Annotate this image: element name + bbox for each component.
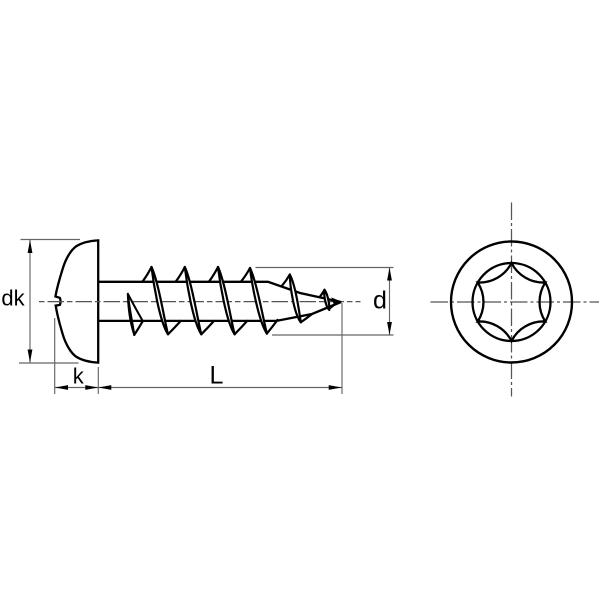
svg-text:d: d: [373, 287, 387, 315]
svg-text:dk: dk: [1, 286, 25, 311]
svg-text:L: L: [210, 362, 224, 390]
svg-text:k: k: [73, 364, 85, 389]
